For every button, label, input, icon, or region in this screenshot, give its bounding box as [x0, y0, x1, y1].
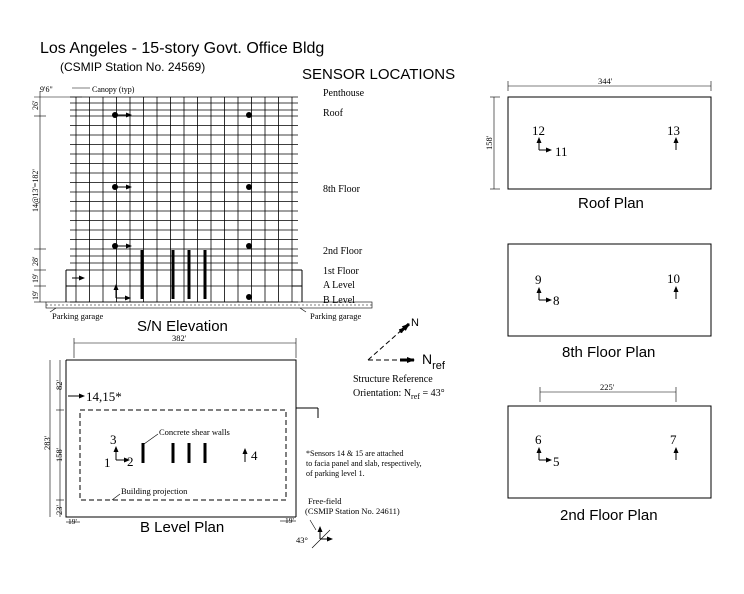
floor-label-2nd: 2nd Floor [323, 246, 363, 257]
reference-line1: Structure Reference [353, 374, 433, 385]
sensor-7-label: 7 [670, 432, 677, 447]
dim-mid-text: 14@13'=182' [31, 169, 40, 212]
sensor-5-label: 5 [553, 454, 560, 469]
shear-walls-label: Concrete shear walls [159, 427, 230, 437]
floor-label-8th: 8th Floor [323, 184, 361, 195]
floor-label-1st: 1st Floor [323, 266, 360, 277]
b-level-plan: 382' 283' 82' 158' 23' 19' 19' 14,15* 3 … [42, 333, 422, 549]
sensor-locations-heading: SENSOR LOCATIONS [302, 66, 455, 83]
sensor-8-label: 8 [553, 293, 560, 308]
second-width-dim: 225' [600, 382, 615, 392]
blevel-height-dim: 283' [42, 435, 52, 450]
second-plan-caption: 2nd Floor Plan [560, 507, 658, 524]
freefield-angle: 43° [296, 535, 308, 545]
sensor-10-label: 10 [667, 271, 680, 286]
floor-label-a: A Level [323, 280, 355, 291]
freefield-line2: (CSMIP Station No. 24611) [305, 506, 400, 516]
sensor-6-label: 6 [535, 432, 542, 447]
sensor-11-label: 11 [555, 144, 568, 159]
floor-label-roof: Roof [323, 108, 344, 119]
diagram-title: Los Angeles - 15-story Govt. Office Bldg [40, 40, 324, 57]
dim-base2-text: 19' [31, 290, 40, 300]
blevel-top-dim: 82' [54, 380, 64, 391]
canopy-label: Canopy (typ) [92, 85, 135, 94]
sensor-13-label: 13 [667, 123, 680, 138]
station-subtitle: (CSMIP Station No. 24569) [60, 60, 205, 74]
blevel-width-dim: 382' [172, 333, 187, 343]
dim-base-text: 19' [31, 273, 40, 283]
second-floor-plan: 225' 6 5 7 2nd Floor Plan [507, 382, 712, 524]
north-label: N [411, 317, 419, 329]
dim-top-text: 26' [31, 100, 40, 110]
roof-height-dim: 158' [484, 135, 494, 150]
reference-line2: Orientation: Nref = 43° [353, 388, 445, 401]
blevel-right-dim: 19' [285, 516, 295, 525]
sensor-14-15-label: 14,15* [86, 389, 122, 404]
elevation-grid [70, 96, 298, 303]
sensor-4-label: 4 [251, 448, 258, 463]
blevel-caption: B Level Plan [140, 519, 224, 536]
blevel-mid-dim: 158' [54, 447, 64, 462]
canopy-dimension: 9'6" [40, 85, 53, 94]
reference-orientation: N Nref Structure Reference Orientation: … [353, 317, 446, 401]
blevel-left-dim: 19' [68, 517, 78, 526]
dim-low-text: 28' [31, 256, 40, 266]
elevation-sensors [72, 112, 252, 301]
elevation-drawing: 9'6" Canopy (typ) 26' 14@13'=182' 28' 19… [31, 85, 373, 335]
note-line1: *Sensors 14 & 15 are attached [306, 449, 404, 458]
building-projection-label: Building projection [121, 486, 188, 496]
sensor-9-label: 9 [535, 272, 542, 287]
eighth-floor-plan: 9 8 10 8th Floor Plan [507, 243, 712, 361]
garage-label-left: Parking garage [52, 311, 103, 321]
roof-plan: 344' 158' 12 11 13 Roof Plan [484, 76, 712, 212]
sensor-2-label: 2 [127, 454, 134, 469]
sensor-12-label: 12 [532, 123, 545, 138]
elevation-caption: S/N Elevation [137, 318, 228, 335]
note-line2: to facia panel and slab, respectively, [306, 459, 422, 468]
blevel-bottom-dim: 23' [54, 505, 64, 516]
sensor-1-label: 1 [104, 455, 111, 470]
garage-label-right: Parking garage [310, 311, 361, 321]
nref-label: Nref [422, 351, 446, 372]
roof-width-dim: 344' [598, 76, 613, 86]
freefield-line1: Free-field [308, 496, 342, 506]
note-line3: of parking level 1. [306, 469, 365, 478]
floor-label-penthouse: Penthouse [323, 88, 365, 99]
eighth-plan-caption: 8th Floor Plan [562, 344, 655, 361]
roof-plan-caption: Roof Plan [578, 195, 644, 212]
floor-label-b: B Level [323, 295, 355, 306]
sensor-3-label: 3 [110, 432, 117, 447]
